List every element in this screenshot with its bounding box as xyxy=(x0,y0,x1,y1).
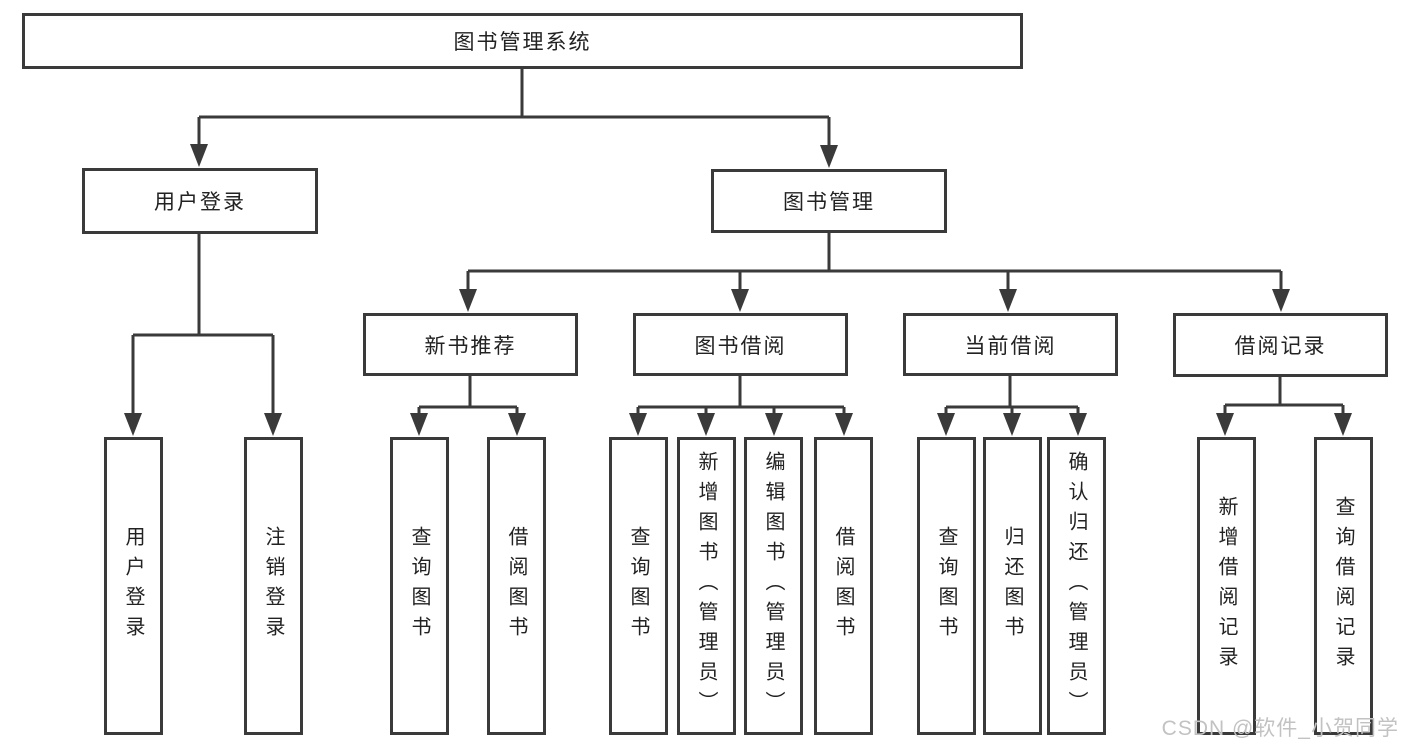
csdn-watermark: CSDN @软件_小贺同学 xyxy=(1161,717,1399,740)
leaf-user-login: 用户登录 xyxy=(104,437,163,735)
arrowheads xyxy=(124,144,1352,436)
leaf-return-books-label: 归还图书 xyxy=(1001,526,1023,646)
leaf-edit-books-admin: 编辑图书（管理员） xyxy=(744,437,803,735)
node-root-label: 图书管理系统 xyxy=(453,31,592,54)
leaf-query-borrow-record: 查询借阅记录 xyxy=(1314,437,1373,735)
leaf-edit-books-admin-label: 编辑图书（管理员） xyxy=(762,451,784,721)
node-user-login: 用户登录 xyxy=(82,168,318,234)
leaf-add-borrow-record: 新增借阅记录 xyxy=(1197,437,1256,735)
leaf-add-books-admin-label: 新增图书（管理员） xyxy=(695,451,717,721)
node-root: 图书管理系统 xyxy=(22,13,1023,69)
node-current-borrow: 当前借阅 xyxy=(903,313,1118,376)
node-book-management-label: 图书管理 xyxy=(783,191,875,214)
node-borrow-records-label: 借阅记录 xyxy=(1234,335,1327,358)
leaf-add-books-admin: 新增图书（管理员） xyxy=(677,437,736,735)
leaf-borrow-books: 借阅图书 xyxy=(814,437,873,735)
leaf-confirm-return-admin: 确认归还（管理员） xyxy=(1047,437,1106,735)
node-book-borrow: 图书借阅 xyxy=(633,313,848,376)
leaf-borrow-books-recommend-label: 借阅图书 xyxy=(505,526,527,646)
leaf-return-books: 归还图书 xyxy=(983,437,1042,735)
node-book-borrow-label: 图书借阅 xyxy=(694,334,787,358)
leaf-confirm-return-admin-label: 确认归还（管理员） xyxy=(1065,451,1087,721)
leaf-query-books-recommend-label: 查询图书 xyxy=(408,526,430,646)
leaf-query-books-borrow: 查询图书 xyxy=(609,437,668,735)
leaf-user-login-label: 用户登录 xyxy=(122,526,144,646)
leaf-query-borrow-record-label: 查询借阅记录 xyxy=(1332,496,1354,676)
node-new-book-recommend: 新书推荐 xyxy=(363,313,578,376)
node-current-borrow-label: 当前借阅 xyxy=(964,334,1057,358)
leaf-query-books-recommend: 查询图书 xyxy=(390,437,449,735)
leaf-logout-login-label: 注销登录 xyxy=(262,526,284,646)
leaf-query-books-borrow-label: 查询图书 xyxy=(627,526,649,646)
leaf-query-books-current: 查询图书 xyxy=(917,437,976,735)
node-borrow-records: 借阅记录 xyxy=(1173,313,1388,377)
leaf-logout-login: 注销登录 xyxy=(244,437,303,735)
leaf-borrow-books-label: 借阅图书 xyxy=(832,526,854,646)
leaf-borrow-books-recommend: 借阅图书 xyxy=(487,437,546,735)
node-book-management: 图书管理 xyxy=(711,169,947,233)
leaf-add-borrow-record-label: 新增借阅记录 xyxy=(1215,496,1237,676)
leaf-query-books-current-label: 查询图书 xyxy=(935,526,957,646)
node-new-book-recommend-label: 新书推荐 xyxy=(424,334,517,358)
node-user-login-label: 用户登录 xyxy=(154,191,246,214)
